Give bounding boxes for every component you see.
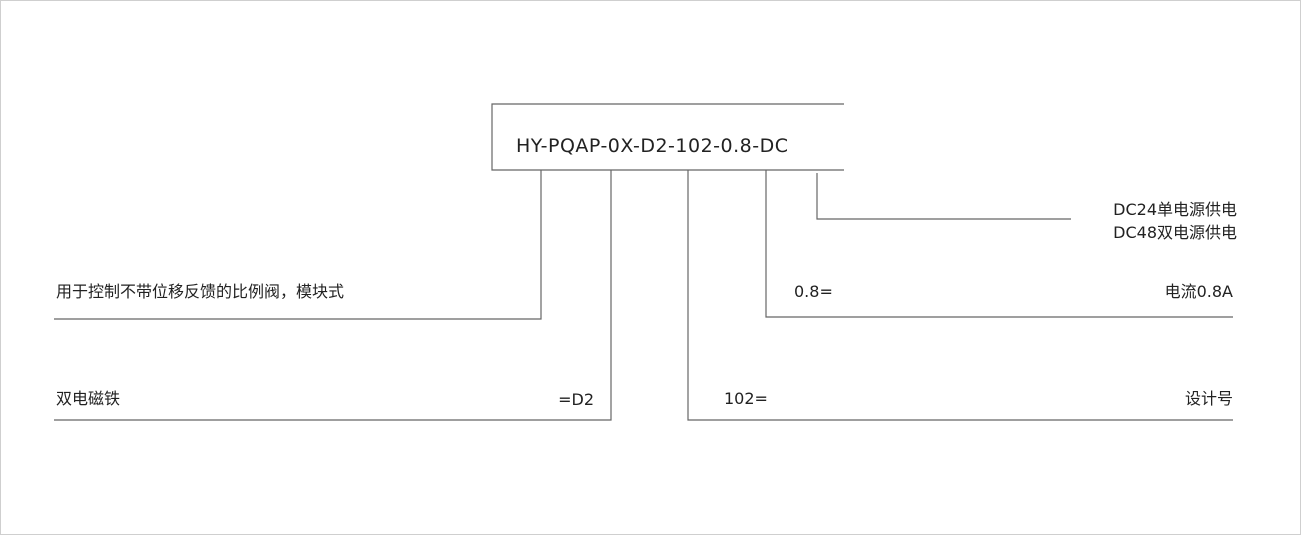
leader-series — [54, 170, 542, 320]
current-label: 电流0.8A — [1165, 282, 1233, 301]
current-code: 0.8= — [794, 282, 833, 301]
design-label: 设计号 — [1185, 389, 1233, 408]
power-dc24-label: DC24单电源供电 — [1113, 200, 1237, 219]
leader-current — [765, 170, 1233, 318]
code-box — [491, 103, 844, 171]
solenoid-label: 双电磁铁 — [56, 389, 120, 408]
design-code: 102= — [724, 389, 768, 408]
model-code: HY-PQAP-0X-D2-102-0.8-DC — [516, 135, 788, 157]
power-dc48-label: DC48双电源供电 — [1113, 223, 1237, 242]
leader-design — [687, 170, 1233, 421]
solenoid-code: =D2 — [558, 390, 594, 409]
leader-solenoid — [54, 170, 612, 421]
series-description: 用于控制不带位移反馈的比例阀，模块式 — [56, 282, 344, 301]
leader-power — [816, 173, 1071, 220]
